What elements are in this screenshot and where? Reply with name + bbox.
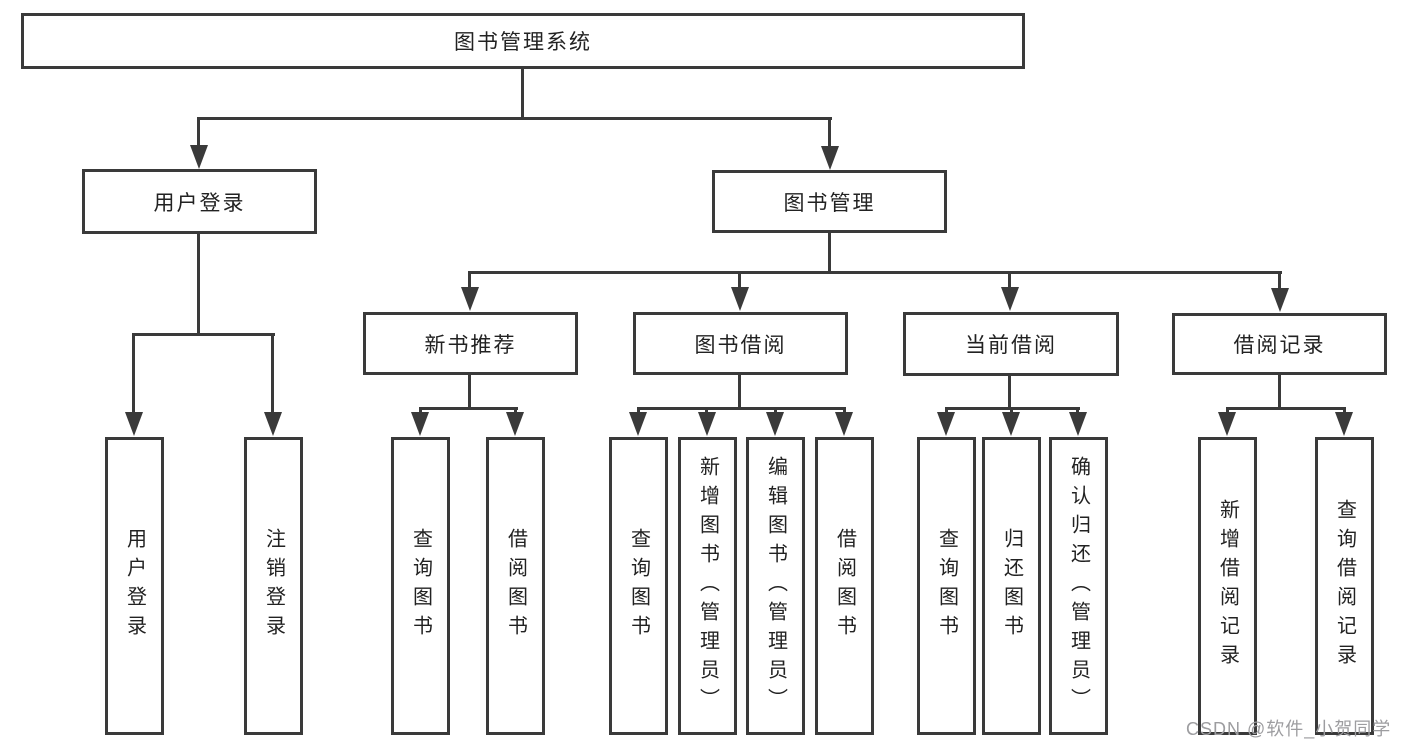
node-library-system: 图书管理系统	[21, 13, 1025, 69]
arrowhead-down-icon	[835, 412, 853, 436]
connector-line-horizontal	[637, 407, 846, 410]
leaf-return-books: 归还图书	[982, 437, 1041, 735]
arrowhead-down-icon	[125, 412, 143, 436]
leaf-query-borrow-record: 查询借阅记录	[1315, 437, 1374, 735]
node-current-borrowing: 当前借阅	[903, 312, 1119, 376]
node-current-borrowing-label: 当前借阅	[965, 334, 1057, 357]
node-new-book-recommendation: 新书推荐	[363, 312, 578, 375]
connector-line-vertical	[1008, 375, 1011, 409]
connector-line-vertical	[1278, 271, 1281, 295]
connector-line-vertical	[132, 333, 135, 419]
leaf-add-borrow-record-label: 新增借阅记录	[1216, 499, 1239, 673]
csdn-watermark: CSDN @软件_小贺同学	[1186, 719, 1392, 739]
arrowhead-down-icon	[821, 146, 839, 170]
arrowhead-down-icon	[629, 412, 647, 436]
arrowhead-down-icon	[731, 287, 749, 311]
connector-line-horizontal	[198, 117, 832, 120]
node-book-borrowing: 图书借阅	[633, 312, 848, 375]
arrowhead-down-icon	[1001, 287, 1019, 311]
arrowhead-down-icon	[1218, 412, 1236, 436]
connector-line-vertical	[468, 271, 471, 295]
connector-line-vertical	[197, 234, 200, 335]
node-borrowing-records-label: 借阅记录	[1233, 334, 1326, 357]
leaf-return-books-label: 归还图书	[1000, 528, 1023, 644]
connector-line-vertical	[738, 375, 741, 409]
node-library-system-label: 图书管理系统	[454, 31, 592, 54]
leaf-add-borrow-record: 新增借阅记录	[1198, 437, 1257, 735]
node-book-management-label: 图书管理	[783, 191, 876, 215]
arrowhead-down-icon	[1335, 412, 1353, 436]
leaf-query-books-1: 查询图书	[391, 437, 450, 735]
leaf-query-books-2: 查询图书	[609, 437, 668, 735]
node-new-book-recommendation-label: 新书推荐	[424, 333, 517, 357]
leaf-edit-books-admin-label: 编辑图书（管理员）	[764, 455, 787, 717]
arrowhead-down-icon	[1069, 412, 1087, 436]
arrowhead-down-icon	[698, 412, 716, 436]
connector-line-vertical	[828, 233, 831, 274]
leaf-query-books-3-label: 查询图书	[935, 528, 958, 644]
leaf-borrow-books-1: 借阅图书	[486, 437, 545, 735]
node-book-management: 图书管理	[712, 170, 947, 233]
leaf-edit-books-admin: 编辑图书（管理员）	[746, 437, 805, 735]
leaf-logout: 注销登录	[244, 437, 303, 735]
connector-line-vertical	[1278, 375, 1281, 409]
connector-line-horizontal	[1226, 407, 1346, 410]
connector-line-vertical	[738, 271, 741, 295]
leaf-query-borrow-record-label: 查询借阅记录	[1333, 499, 1356, 673]
leaf-user-login: 用户登录	[105, 437, 164, 735]
arrowhead-down-icon	[1271, 288, 1289, 312]
leaf-user-login-label: 用户登录	[123, 528, 146, 644]
connector-line-vertical	[521, 69, 524, 119]
connector-line-vertical	[828, 117, 831, 152]
arrowhead-down-icon	[506, 412, 524, 436]
connector-line-vertical	[1008, 271, 1011, 295]
arrowhead-down-icon	[264, 412, 282, 436]
leaf-query-books-3: 查询图书	[917, 437, 976, 735]
arrowhead-down-icon	[937, 412, 955, 436]
node-borrowing-records: 借阅记录	[1172, 313, 1387, 375]
connector-line-vertical	[271, 333, 274, 419]
leaf-query-books-1-label: 查询图书	[409, 528, 432, 644]
leaf-query-books-2-label: 查询图书	[627, 528, 650, 644]
connector-line-vertical	[468, 375, 471, 409]
leaf-borrow-books-2: 借阅图书	[815, 437, 874, 735]
leaf-borrow-books-1-label: 借阅图书	[504, 528, 527, 644]
leaf-logout-label: 注销登录	[262, 528, 285, 644]
arrowhead-down-icon	[411, 412, 429, 436]
arrowhead-down-icon	[1002, 412, 1020, 436]
connector-line-horizontal	[468, 271, 1282, 274]
leaf-borrow-books-2-label: 借阅图书	[833, 528, 856, 644]
arrowhead-down-icon	[190, 145, 208, 169]
arrowhead-down-icon	[461, 287, 479, 311]
leaf-add-books-admin: 新增图书（管理员）	[678, 437, 737, 735]
node-user-login: 用户登录	[82, 169, 317, 234]
node-user-login-label: 用户登录	[153, 191, 246, 215]
leaf-confirm-return-admin: 确认归还（管理员）	[1049, 437, 1108, 735]
arrowhead-down-icon	[766, 412, 784, 436]
node-book-borrowing-label: 图书借阅	[694, 333, 787, 357]
connector-line-vertical	[197, 117, 200, 151]
leaf-confirm-return-admin-label: 确认归还（管理员）	[1067, 455, 1090, 717]
connector-line-horizontal	[419, 407, 518, 410]
leaf-add-books-admin-label: 新增图书（管理员）	[696, 455, 719, 717]
connector-line-horizontal	[132, 333, 275, 336]
